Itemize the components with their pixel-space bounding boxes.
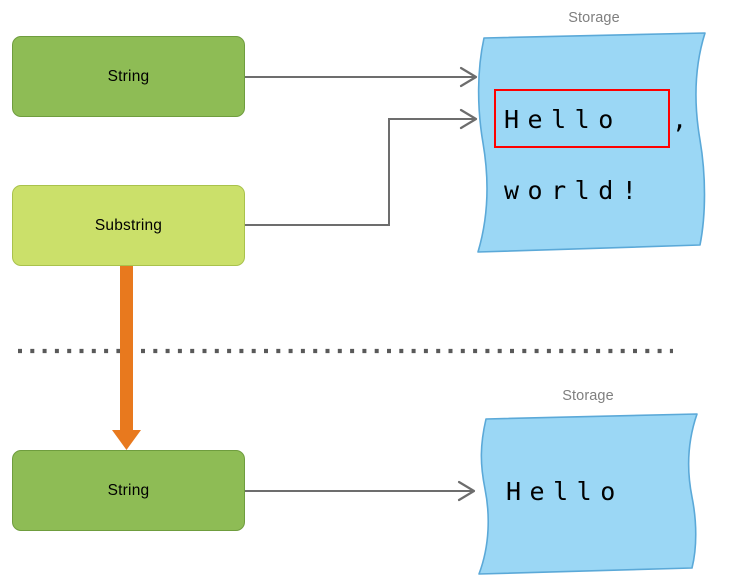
connector-substring-to-storage-top bbox=[245, 108, 478, 226]
storage-text-line-2: world! bbox=[504, 176, 646, 205]
storage-shape-bottom bbox=[478, 413, 698, 575]
storage-shape-top bbox=[477, 32, 706, 253]
node-string-bottom-label: String bbox=[107, 481, 150, 499]
connector-string-to-storage-bottom bbox=[245, 480, 476, 502]
node-substring-label: Substring bbox=[94, 216, 163, 234]
node-string-bottom[interactable]: String bbox=[12, 450, 245, 531]
node-substring[interactable]: Substring bbox=[12, 185, 245, 266]
storage-text-line-1: Hello bbox=[504, 105, 622, 134]
storage-text-bottom-line-1: Hello bbox=[506, 477, 624, 506]
connector-string-to-storage-top bbox=[245, 66, 478, 88]
storage-label-bottom: Storage bbox=[562, 388, 614, 404]
node-string-top[interactable]: String bbox=[12, 36, 245, 117]
storage-text-line-1-suffix: , bbox=[672, 105, 688, 134]
substring-highlight-rect bbox=[494, 89, 670, 148]
orange-transform-arrow bbox=[112, 259, 141, 450]
storage-label-top: Storage bbox=[568, 10, 620, 26]
node-string-top-label: String bbox=[107, 67, 150, 85]
